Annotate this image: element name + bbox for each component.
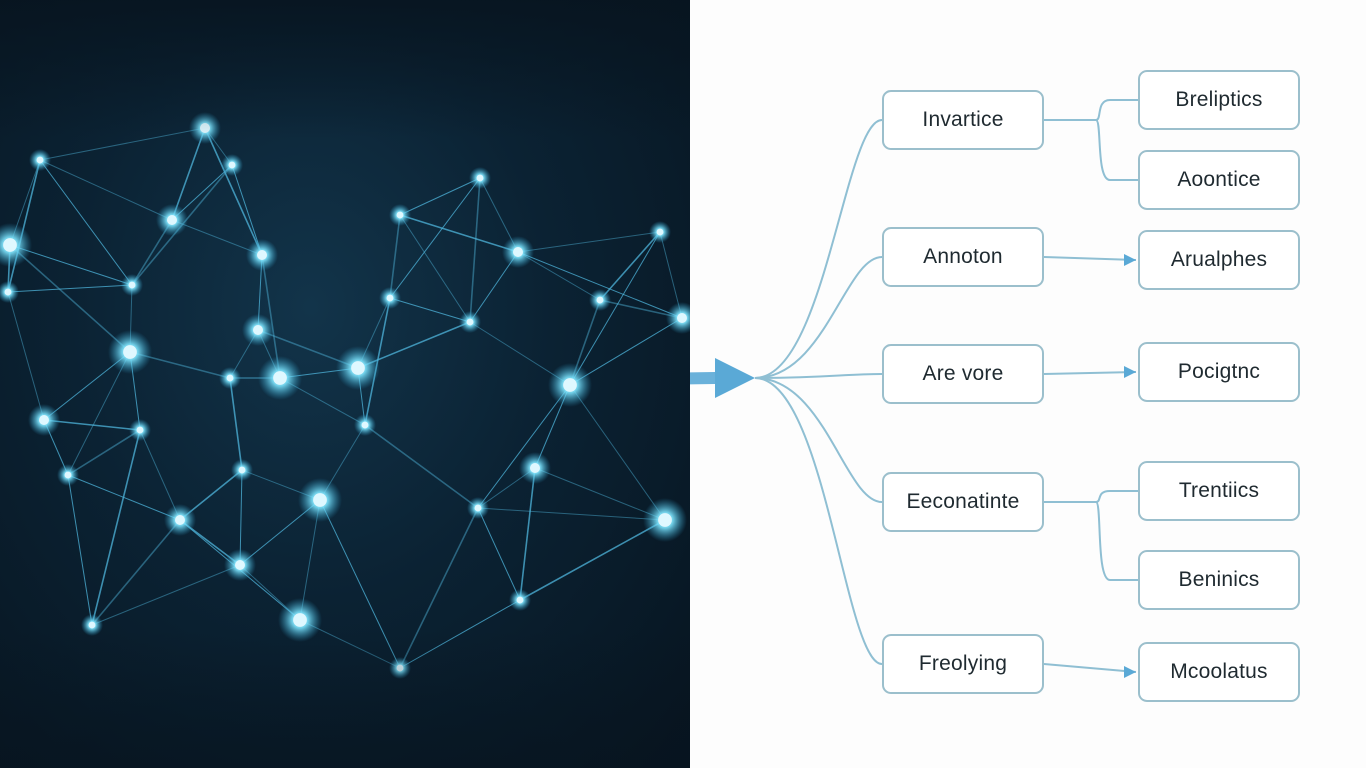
- leaf-connector: [1044, 490, 1138, 503]
- arrow-head: [1124, 366, 1136, 378]
- node-label: Annoton: [923, 245, 1003, 268]
- branch-node: Are vore: [882, 344, 1044, 404]
- arrow-head: [1124, 666, 1136, 678]
- node-label: Pocigtnc: [1177, 360, 1261, 383]
- root-connector: [754, 119, 883, 379]
- leaf-connector: [1044, 501, 1138, 581]
- leaf-connector: [1043, 371, 1137, 375]
- vignette: [0, 0, 690, 768]
- node-label: Breliptics: [1175, 88, 1263, 111]
- leaf-node: Beninics: [1138, 550, 1300, 610]
- leaf-connector: [1044, 99, 1138, 121]
- network-graph: [0, 0, 690, 768]
- root-connector: [754, 256, 883, 379]
- root-connector: [754, 373, 883, 379]
- node-label: Arualphes: [1170, 248, 1268, 271]
- leaf-connector: [1044, 119, 1138, 181]
- leaf-node: Arualphes: [1138, 230, 1300, 290]
- leaf-node: Aoontice: [1138, 150, 1300, 210]
- branch-node: Annoton: [882, 227, 1044, 287]
- node-label: Freolying: [918, 652, 1008, 675]
- node-label: Invartice: [922, 108, 1004, 131]
- branch-node: Freolying: [882, 634, 1044, 694]
- network-illustration: [0, 0, 690, 768]
- branch-node: Invartice: [882, 90, 1044, 150]
- node-label: Are vore: [922, 362, 1004, 385]
- arrow-head: [1124, 254, 1136, 266]
- leaf-node: Mcoolatus: [1138, 642, 1300, 702]
- main-arrow-head: [715, 358, 755, 398]
- root-connector: [754, 377, 883, 665]
- leaf-node: Trentiics: [1138, 461, 1300, 521]
- node-label: Aoontice: [1177, 168, 1261, 191]
- node-label: Eeconatinte: [906, 490, 1020, 513]
- root-connector: [754, 377, 883, 503]
- leaf-node: Pocigtnc: [1138, 342, 1300, 402]
- node-label: Trentiics: [1178, 479, 1260, 502]
- leaf-connector: [1043, 256, 1137, 261]
- node-label: Mcoolatus: [1170, 660, 1268, 683]
- node-label: Beninics: [1178, 568, 1260, 591]
- branch-node: Eeconatinte: [882, 472, 1044, 532]
- main-arrow-shaft: [690, 372, 715, 385]
- leaf-connector: [1043, 663, 1137, 673]
- leaf-node: Breliptics: [1138, 70, 1300, 130]
